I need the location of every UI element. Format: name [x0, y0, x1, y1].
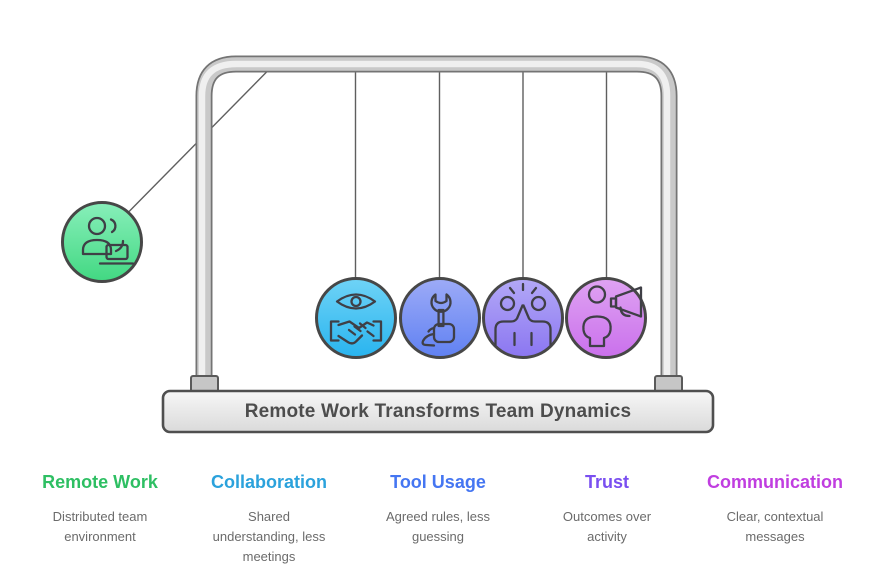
legend-title-collaboration: Collaboration	[211, 472, 327, 492]
legend-item-communication: Communication Clear, contextual messages	[690, 472, 860, 547]
cradle-base	[161, 389, 715, 434]
legend-title-remote-work: Remote Work	[42, 472, 158, 492]
ball-tool-usage	[399, 277, 481, 359]
cradle-frame	[195, 55, 678, 388]
legend-subtitle-trust: Outcomes over activity	[562, 508, 652, 544]
legend-title-communication: Communication	[706, 472, 843, 492]
legend-item-remote-work: Remote Work Distributed team environment	[15, 472, 185, 547]
eye-handshake-icon	[329, 293, 383, 345]
legend-subtitle-collaboration: Shared understanding, less meetings	[212, 508, 326, 564]
swing-string	[105, 67, 271, 236]
ball-communication	[565, 277, 647, 359]
legend-item-collaboration: Collaboration Shared understanding, less…	[194, 472, 344, 567]
team-laptop-icon	[81, 216, 135, 265]
high-five-icon	[494, 282, 552, 347]
megaphone-person-icon	[582, 285, 643, 348]
legend-item-trust: Trust Outcomes over activity	[532, 472, 682, 547]
legend-title-tool-usage: Tool Usage	[390, 472, 486, 492]
ball-trust	[482, 277, 564, 359]
wrench-hand-icon	[421, 293, 456, 347]
newtons-cradle-illustration	[61, 55, 715, 434]
legend-subtitle-communication: Clear, contextual messages	[726, 508, 824, 544]
legend-item-tool-usage: Tool Usage Agreed rules, less guessing	[353, 472, 523, 547]
ball-remote-work	[61, 201, 143, 283]
legend-title-trust: Trust	[584, 472, 629, 492]
base-title: Remote Work Transforms Team Dynamics	[244, 400, 632, 422]
legend-subtitle-remote-work: Distributed team environment	[52, 508, 148, 544]
legend-subtitle-tool-usage: Agreed rules, less guessing	[385, 508, 491, 544]
cradle-strings	[105, 67, 608, 284]
ball-collaboration	[315, 277, 397, 359]
